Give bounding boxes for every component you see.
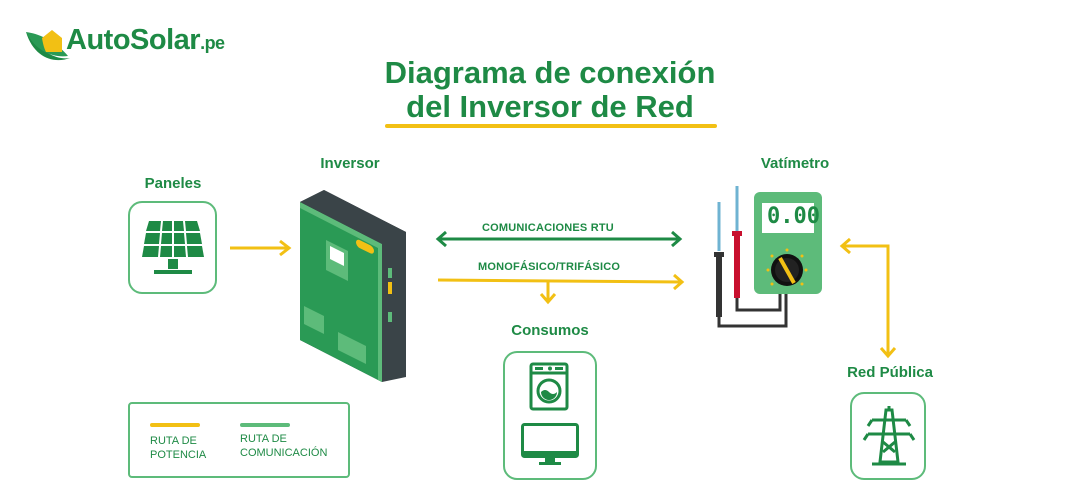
- legend-communication-line: [240, 423, 290, 427]
- leaf-house-logo-icon: [26, 30, 70, 61]
- panels-label: Paneles: [144, 175, 202, 192]
- brand-name: AutoSolar.pe: [66, 24, 225, 56]
- multimeter-display: 0.00: [767, 204, 820, 229]
- legend-power-line: [150, 423, 200, 427]
- inverter-icon: [300, 190, 406, 382]
- legend-communication-text: RUTA DE COMUNICACIÓN: [240, 433, 328, 459]
- power-label: MONOFÁSICO/TRIFÁSICO: [478, 261, 621, 273]
- power-arrow-panels-to-inverter: [230, 239, 292, 257]
- power-arrow-meter-to-grid: [839, 237, 897, 359]
- legend-power-text: RUTA DE POTENCIA: [150, 435, 207, 461]
- communication-label: COMUNICACIONES RTU: [482, 222, 614, 234]
- communication-arrow: [435, 230, 683, 248]
- panels-box: [128, 201, 217, 294]
- monitor-icon: [521, 423, 579, 465]
- title-underline: [385, 124, 717, 128]
- loads-label: Consumos: [511, 322, 589, 339]
- solar-panel-icon: [142, 221, 204, 274]
- wattmeter-label: Vatímetro: [760, 155, 830, 172]
- brand-tld: .pe: [200, 33, 225, 53]
- multimeter-icon: [714, 186, 822, 328]
- power-tower-icon: [862, 406, 916, 466]
- power-arrow-inverter-to-meter: [437, 273, 685, 305]
- grid-box: [850, 392, 926, 480]
- legend: RUTA DE POTENCIA RUTA DE COMUNICACIÓN: [128, 402, 350, 478]
- loads-box: [503, 351, 597, 480]
- inverter-label: Inversor: [320, 155, 380, 172]
- page-title-line2: del Inversor de Red: [406, 89, 694, 124]
- washing-machine-icon: [529, 362, 569, 411]
- page-title-line1: Diagrama de conexión: [384, 55, 716, 90]
- grid-label: Red Pública: [847, 364, 933, 381]
